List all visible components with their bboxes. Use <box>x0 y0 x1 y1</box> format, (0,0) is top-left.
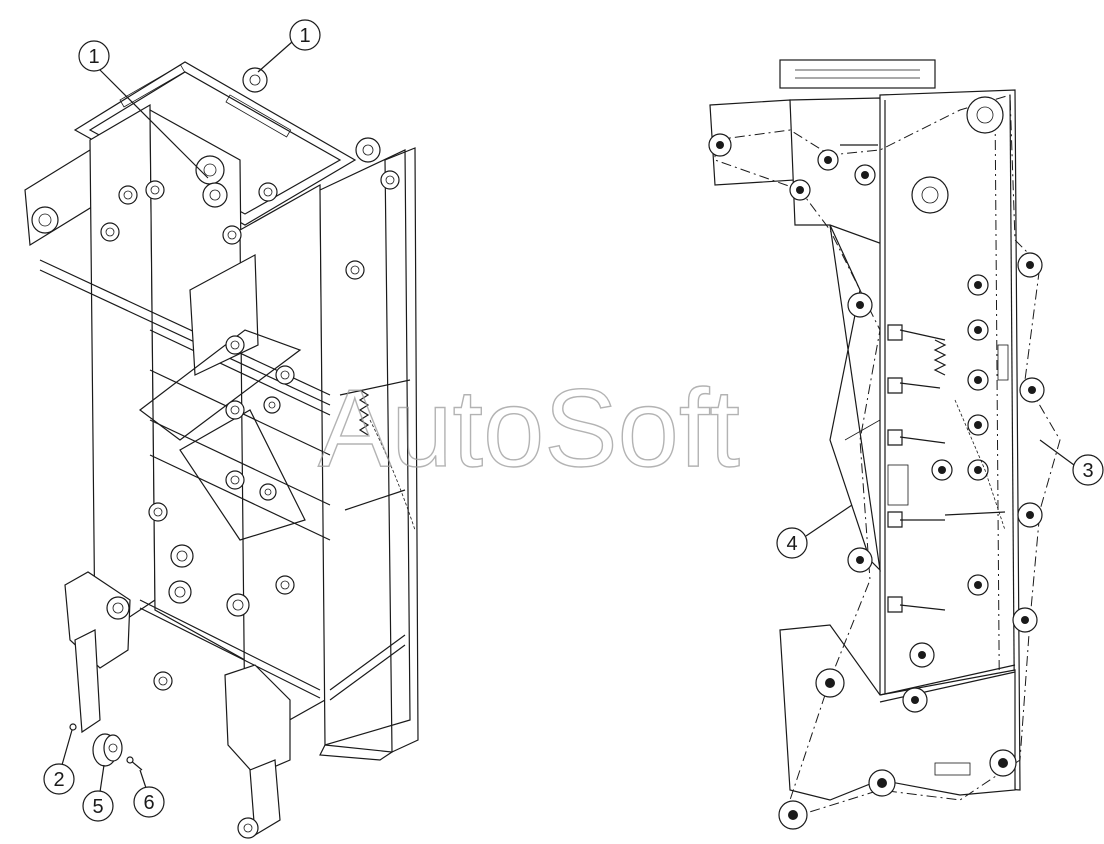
pin-part <box>69 723 77 731</box>
callout-4: 4 <box>776 527 808 559</box>
elevation-sprockets <box>911 96 1004 214</box>
frame-rollers <box>100 180 365 691</box>
svg-text:6: 6 <box>143 792 154 814</box>
callout-2: 2 <box>43 763 75 795</box>
isometric-frame-assembly <box>24 61 419 839</box>
outer-side-plate <box>319 149 411 746</box>
callout-1-right: 1 <box>289 19 321 51</box>
callout-1-left: 1 <box>78 40 110 72</box>
svg-text:1: 1 <box>299 25 310 47</box>
roller-part <box>92 733 123 767</box>
bolt-part <box>126 756 143 771</box>
main-plate <box>879 89 1021 791</box>
lower-right-bracket <box>224 664 291 776</box>
callouts: 1 1 2 5 6 3 <box>43 19 1104 822</box>
callout-6: 6 <box>133 786 165 818</box>
watermark-text: AutoSoft <box>318 367 740 490</box>
elevation-rollers <box>708 133 1045 830</box>
side-elevation-view <box>708 59 1061 830</box>
back-side-plate <box>89 103 156 642</box>
top-tray <box>779 59 936 89</box>
svg-text:2: 2 <box>53 769 64 791</box>
svg-text:1: 1 <box>88 46 99 68</box>
svg-text:5: 5 <box>92 796 103 818</box>
top-sprockets <box>195 67 400 208</box>
svg-text:4: 4 <box>786 533 797 555</box>
left-end-plate <box>24 148 96 247</box>
callout-3: 3 <box>1072 454 1104 486</box>
flipper-arms <box>887 324 946 613</box>
callout-5: 5 <box>82 790 114 822</box>
bottom-frame <box>779 624 1016 801</box>
svg-text:3: 3 <box>1082 460 1093 482</box>
